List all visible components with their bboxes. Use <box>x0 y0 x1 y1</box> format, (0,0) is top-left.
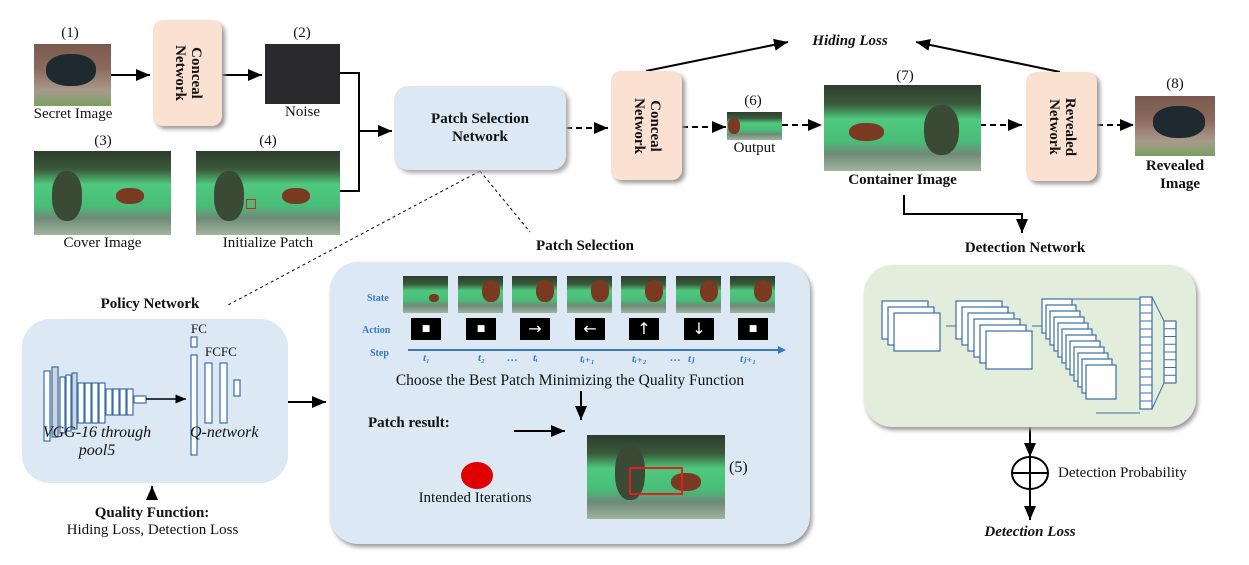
fc-label-1: FC <box>191 321 207 336</box>
state-thumbnail <box>512 276 557 313</box>
noise-index: (2) <box>293 25 311 41</box>
merge-bracket <box>340 72 360 192</box>
caption-to-result-arrow <box>514 391 587 437</box>
cnn-feature-map <box>985 330 1033 370</box>
state-thumbnail <box>621 276 666 313</box>
state-row-label: State <box>367 293 389 304</box>
cover-image <box>34 151 171 235</box>
output-image <box>727 112 782 140</box>
intended-iterations-label: Intended Iterations <box>418 490 532 506</box>
initialize-patch-index: (4) <box>259 133 277 149</box>
revealed-image-label-line1: Revealed <box>1145 158 1205 174</box>
action-up-icon: ↑ <box>629 318 659 340</box>
step-tick-label: tᵢ <box>533 352 538 364</box>
patch-selection-title: Patch Selection <box>536 238 634 254</box>
patch-result-index: (5) <box>729 459 748 476</box>
patch-result-title: Patch result: <box>368 415 450 431</box>
initialize-patch-label: Initialize Patch <box>222 235 314 251</box>
arrow-revealed-to-hiding-loss <box>915 38 1061 73</box>
vgg-qnetwork-diagram <box>43 336 241 456</box>
container-image-label: Container Image <box>848 172 957 188</box>
cnn-layers-icon <box>881 296 1177 414</box>
cnn-feature-map <box>1085 364 1117 400</box>
patch-selection-panel: State Action Step ■ ■ → ← ↑ ↓ ■ t₁ t₂ … tᵢ tᵢ₊₁ tᵢ₊… <box>330 262 810 544</box>
step-tick-label: tᵢ₊₁ <box>580 353 595 365</box>
zoom-line-right <box>479 170 531 233</box>
step-ellipsis: … <box>670 352 681 364</box>
selected-patch-box <box>629 467 683 495</box>
state-thumbnail <box>730 276 775 313</box>
psn-label-line1: Patch Selection <box>431 111 529 127</box>
detection-loss-label: Detection Loss <box>984 524 1076 540</box>
noise-label: Noise <box>285 104 320 120</box>
revealed-image <box>1135 96 1215 156</box>
state-thumbnail <box>567 276 612 313</box>
step-tick-label: tⱼ <box>688 353 695 365</box>
output-label: Output <box>733 140 776 156</box>
policy-network-title: Policy Network <box>100 296 200 312</box>
quality-function-title: Quality Function: <box>94 505 210 521</box>
state-thumbnail <box>403 276 448 313</box>
secret-image-index: (1) <box>61 25 79 41</box>
quality-function-items: Hiding Loss, Detection Loss <box>66 522 239 538</box>
detection-network-panel <box>864 265 1196 427</box>
step-ellipsis: … <box>507 352 518 364</box>
initialize-patch-image <box>196 151 340 235</box>
vgg-label-line1: VGG-16 through <box>42 424 152 441</box>
intended-iterations-icon <box>461 462 493 489</box>
revealed-image-label-line2: Image <box>1160 176 1200 192</box>
action-left-icon: ← <box>575 318 605 340</box>
detection-probability-label: Detection Probability <box>1058 465 1187 481</box>
initial-patch-box <box>246 199 256 209</box>
secret-image-label: Secret Image <box>33 106 113 122</box>
policy-network-panel: FC FCFC VGG-16 through pool5 Q-network <box>22 319 288 483</box>
vgg-layers-icon <box>43 366 147 442</box>
secret-image <box>34 44 111 106</box>
revealed-network: Revealed Network <box>1026 72 1097 181</box>
psn-label-line2: Network <box>452 129 508 145</box>
container-image <box>824 85 981 171</box>
output-index: (6) <box>744 93 762 109</box>
step-tick-label: tᵢ₊₂ <box>632 353 647 365</box>
conceal-network-1-label: Conceal Network <box>171 45 204 101</box>
arrow-conceal-to-hiding-loss <box>645 38 789 72</box>
step-tick-label: t₁ <box>423 352 430 364</box>
step-tick-label: tⱼ₊₁ <box>740 353 757 365</box>
action-right-icon: → <box>520 318 550 340</box>
cover-image-label: Cover Image <box>63 235 142 251</box>
step-axis <box>408 346 786 354</box>
cnn-feature-map <box>893 312 941 352</box>
action-zoom-icon: ■ <box>738 318 768 340</box>
action-down-icon: ↓ <box>684 318 714 340</box>
revealed-network-label: Revealed Network <box>1045 97 1078 156</box>
step-tick-label: t₂ <box>478 352 485 364</box>
conceal-network-2: Conceal Network <box>611 71 682 180</box>
state-thumbnail <box>458 276 503 313</box>
vgg-label-line2: pool5 <box>78 442 116 459</box>
patch-result-image <box>587 435 725 519</box>
hiding-loss-label: Hiding Loss <box>812 33 888 49</box>
action-zoom-icon: ■ <box>466 318 496 340</box>
patch-selection-network: Patch Selection Network <box>394 86 566 170</box>
step-row-label: Step <box>370 348 389 359</box>
patch-selection-caption: Choose the Best Patch Minimizing the Qua… <box>395 372 745 389</box>
conceal-network-1: Conceal Network <box>153 20 222 126</box>
state-thumbnail <box>676 276 721 313</box>
action-zoom-icon: ■ <box>411 318 441 340</box>
cover-image-index: (3) <box>94 133 112 149</box>
detection-network-title: Detection Network <box>964 240 1086 256</box>
container-image-index: (7) <box>896 68 914 84</box>
action-row-label: Action <box>362 325 391 336</box>
fc-label-2: FCFC <box>205 344 237 359</box>
arrow-container-to-detection <box>903 195 1028 233</box>
revealed-image-index: (8) <box>1166 76 1184 92</box>
q-network-label: Q-network <box>190 424 259 441</box>
conceal-network-2-label: Conceal Network <box>630 97 663 154</box>
q-network-layers-icon <box>190 336 241 456</box>
noise-image <box>265 44 340 104</box>
